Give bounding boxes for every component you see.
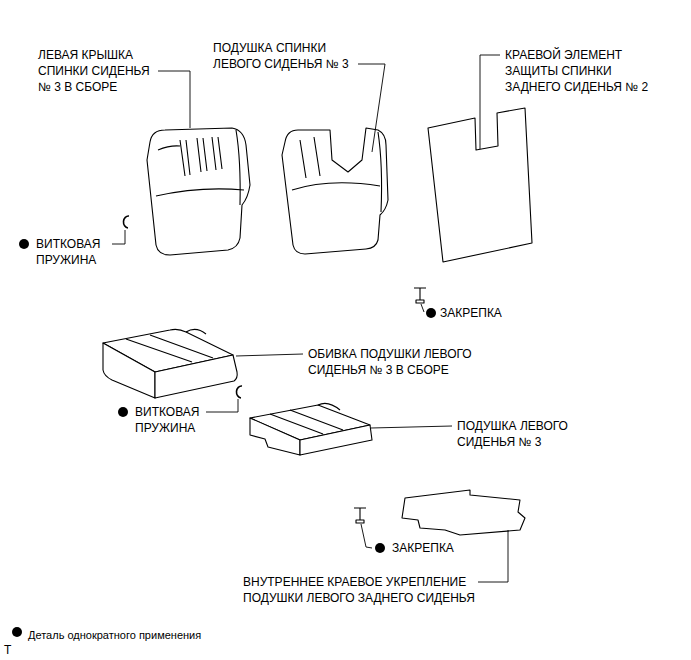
part-label: ВИТКОВАЯ ПРУЖИНА xyxy=(36,236,116,268)
part-label: ПОДУШКА ЛЕВОГО СИДЕНЬЯ № 3 xyxy=(457,418,582,450)
legend-entry: Деталь однократного применения xyxy=(28,625,201,643)
label-anchor: ПОДУШКА СПИНКИ ЛЕВОГО СИДЕНЬЯ № 3 xyxy=(213,40,358,72)
label-anchor: T xyxy=(4,642,24,658)
part-label: КРАЕВОЙ ЭЛЕМЕНТ ЗАЩИТЫ СПИНКИ ЗАДНЕГО СИ… xyxy=(505,47,655,95)
label-anchor: КРАЕВОЙ ЭЛЕМЕНТ ЗАЩИТЫ СПИНКИ ЗАДНЕГО СИ… xyxy=(505,47,655,95)
part-label: ЗАКРЕПКА xyxy=(440,305,550,321)
label-anchor: ПОДУШКА ЛЕВОГО СИДЕНЬЯ № 3 xyxy=(457,418,582,450)
spring-symbol xyxy=(236,386,242,398)
part-label: T xyxy=(4,642,24,658)
seatback-cover xyxy=(147,128,250,255)
legend-text: Деталь однократного применения xyxy=(28,629,201,641)
spring-symbol xyxy=(123,216,129,228)
part-label: ЗАКРЕПКА xyxy=(392,540,502,556)
label-anchor: ВИТКОВАЯ ПРУЖИНА xyxy=(135,404,215,436)
label-anchor: ВНУТРЕННЕЕ КРАЕВОЕ УКРЕПЛЕНИЕ ПОДУШКИ ЛЕ… xyxy=(243,574,505,606)
label-anchor: ЗАКРЕПКА xyxy=(392,540,502,556)
part-label: ВНУТРЕННЕЕ КРАЕВОЕ УКРЕПЛЕНИЕ ПОДУШКИ ЛЕ… xyxy=(243,574,505,606)
label-anchor: ОБИВКА ПОДУШКИ ЛЕВОГО СИДЕНЬЯ № 3 В СБОР… xyxy=(308,346,488,378)
part-label: ПОДУШКА СПИНКИ ЛЕВОГО СИДЕНЬЯ № 3 xyxy=(213,40,358,72)
cushion-cover xyxy=(103,329,237,398)
label-anchor: ЗАКРЕПКА xyxy=(440,305,550,321)
part-label: ОБИВКА ПОДУШКИ ЛЕВОГО СИДЕНЬЯ № 3 В СБОР… xyxy=(308,346,488,378)
part-label: ВИТКОВАЯ ПРУЖИНА xyxy=(135,404,215,436)
clip-symbol xyxy=(354,508,366,523)
part-label: ЛЕВАЯ КРЫШКА СПИНКИ СИДЕНЬЯ № 3 В СБОРЕ xyxy=(38,47,160,95)
clip-symbol xyxy=(414,288,426,303)
label-anchor: ВИТКОВАЯ ПРУЖИНА xyxy=(36,236,116,268)
cushion-pad xyxy=(250,403,372,455)
reinforcement-panel xyxy=(402,490,525,535)
seatback-pad xyxy=(282,128,388,254)
label-anchor: ЛЕВАЯ КРЫШКА СПИНКИ СИДЕНЬЯ № 3 В СБОРЕ xyxy=(38,47,160,95)
